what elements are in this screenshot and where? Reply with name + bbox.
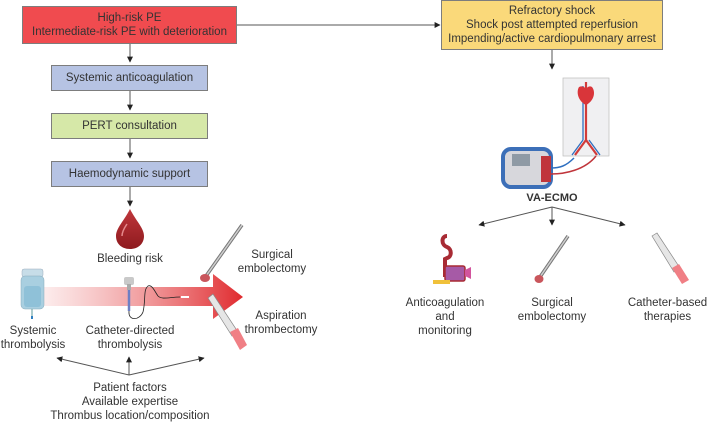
aspiration-catheter-icon bbox=[207, 293, 247, 350]
connector-ecmo-to-anticoag bbox=[478, 206, 553, 227]
systemic-thrombolysis-line-2: thrombolysis bbox=[0, 339, 66, 351]
surgical-embolectomy-line-2: embolectomy bbox=[237, 263, 307, 275]
surgical-embolectomy-line-1: Surgical bbox=[251, 249, 293, 261]
catheter-directed-line-2: thrombolysis bbox=[97, 339, 163, 351]
shock-box-line-3: Impending/active cardiopulmonary arrest bbox=[448, 33, 656, 45]
aspiration-thrombectomy-label: Aspiration thrombectomy bbox=[238, 309, 324, 337]
ecmo-option-anticoagulation: Anticoagulation and monitoring bbox=[400, 296, 490, 338]
shock-box: Refractory shock Shock post attempted re… bbox=[441, 0, 663, 50]
shock-box-line-2: Shock post attempted reperfusion bbox=[466, 19, 638, 31]
shock-box-line-1: Refractory shock bbox=[508, 5, 596, 17]
ecmo-machine-icon bbox=[501, 77, 610, 189]
haemodynamic-support-label: Haemodynamic support bbox=[68, 168, 191, 180]
forceps-icon bbox=[200, 223, 244, 282]
bleeding-risk-label: Bleeding risk bbox=[97, 253, 163, 265]
risk-box: High-risk PE Intermediate-risk PE with d… bbox=[22, 6, 237, 44]
forceps-icon bbox=[534, 235, 570, 283]
catheter-directed-thrombolysis-label: Catheter-directed thrombolysis bbox=[80, 324, 180, 352]
connector-factors-to-systemic bbox=[56, 356, 130, 376]
ecmo-surgical-line-2: embolectomy bbox=[517, 311, 587, 323]
factor-patient: Patient factors bbox=[93, 382, 167, 394]
systemic-anticoagulation-label: Systemic anticoagulation bbox=[65, 72, 194, 84]
anticoagulation-line-3: monitoring bbox=[418, 325, 472, 337]
risk-box-line-1: High-risk PE bbox=[97, 12, 162, 24]
catheter-directed-line-1: Catheter-directed bbox=[85, 325, 175, 337]
systemic-anticoagulation-box: Systemic anticoagulation bbox=[51, 65, 208, 91]
catheter-icon bbox=[124, 277, 189, 320]
treatment-escalation-arrow bbox=[40, 274, 243, 319]
aspiration-thrombectomy-line-1: Aspiration bbox=[255, 310, 307, 322]
ecmo-option-surgical-embolectomy: Surgical embolectomy bbox=[510, 296, 594, 324]
factor-expertise: Available expertise bbox=[81, 396, 179, 408]
anticoagulation-device-icon bbox=[433, 234, 471, 284]
risk-box-line-2: Intermediate-risk PE with deterioration bbox=[32, 26, 227, 38]
ecmo-option-catheter-based: Catheter-based therapies bbox=[627, 296, 708, 324]
connector-factors-to-interventional bbox=[128, 356, 205, 376]
anticoagulation-line-2: and bbox=[435, 311, 455, 323]
factor-thrombus: Thrombus location/composition bbox=[50, 410, 210, 422]
decision-factors: Patient factors Available expertise Thro… bbox=[44, 381, 216, 423]
iv-bag-icon bbox=[20, 268, 45, 319]
systemic-thrombolysis-line-1: Systemic bbox=[9, 325, 57, 337]
ecmo-surgical-line-1: Surgical bbox=[531, 297, 573, 309]
blood-drop-icon bbox=[116, 209, 144, 249]
aspiration-thrombectomy-line-2: thrombectomy bbox=[244, 324, 318, 336]
ecmo-catheter-line-2: therapies bbox=[643, 311, 692, 323]
haemodynamic-support-box: Haemodynamic support bbox=[51, 161, 208, 187]
catheter-tube-icon bbox=[651, 232, 689, 284]
anticoagulation-line-1: Anticoagulation bbox=[405, 297, 485, 309]
connector-ecmo-to-catheter bbox=[551, 206, 626, 227]
pert-consultation-label: PERT consultation bbox=[82, 120, 177, 132]
pert-consultation-box: PERT consultation bbox=[51, 113, 208, 139]
surgical-embolectomy-label: Surgical embolectomy bbox=[232, 248, 312, 276]
ecmo-catheter-line-1: Catheter-based bbox=[627, 297, 708, 309]
systemic-thrombolysis-label: Systemic thrombolysis bbox=[0, 324, 66, 352]
va-ecmo-label: VA-ECMO bbox=[526, 192, 578, 204]
